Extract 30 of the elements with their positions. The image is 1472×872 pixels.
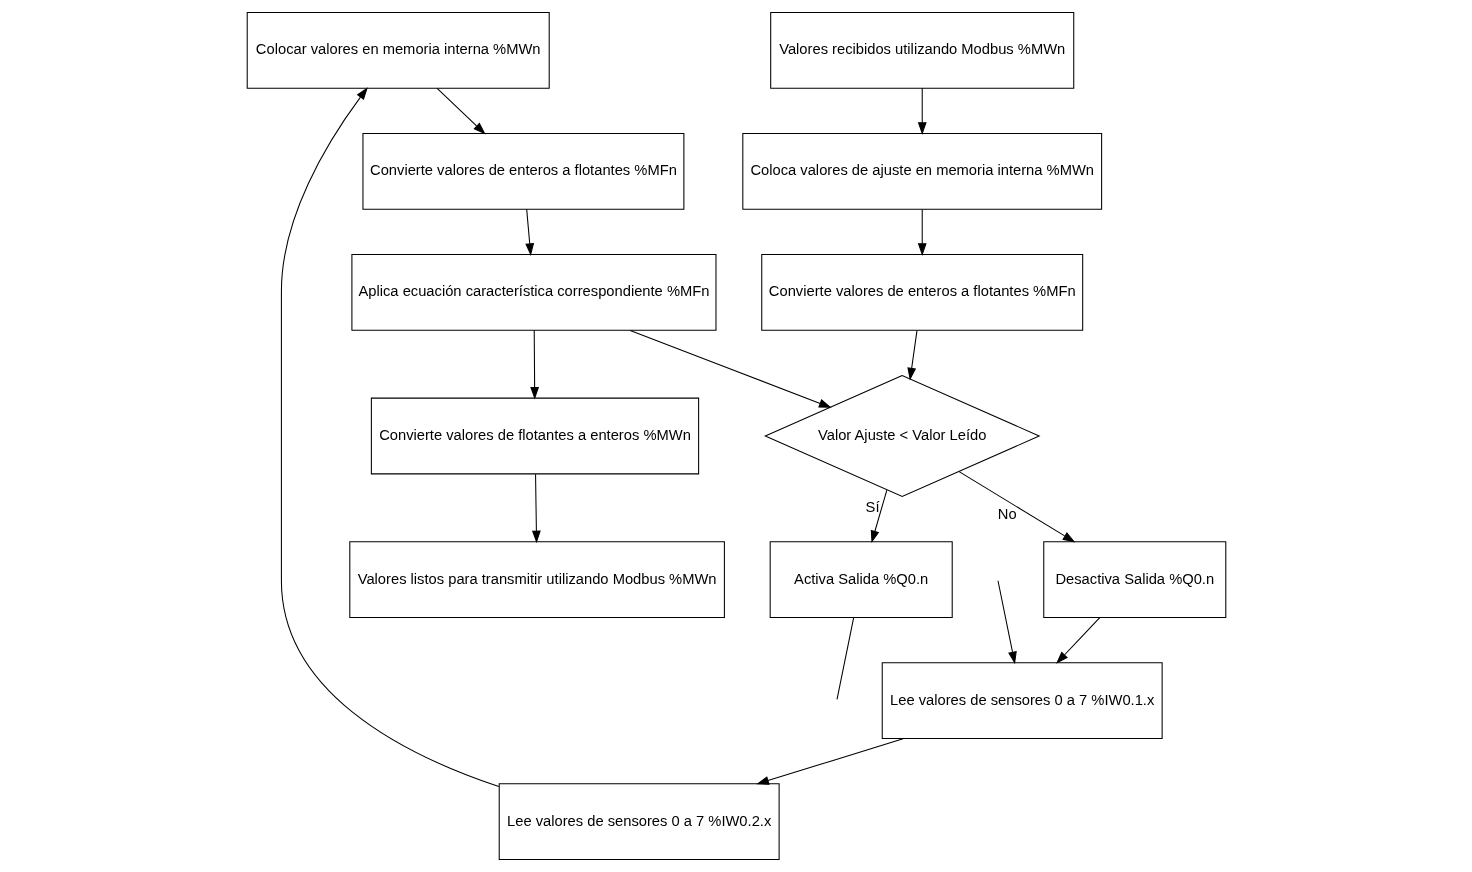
arrow [1055, 617, 1100, 664]
arrow [996, 580, 1017, 665]
arrow [524, 208, 534, 256]
connector [836, 617, 854, 700]
edge-label: Sí [865, 498, 880, 515]
arrow [755, 738, 904, 785]
arrow [917, 208, 927, 256]
node-box: Valores recibidos utilizando Modbus %MWn [769, 11, 1074, 89]
arrow [629, 329, 832, 408]
arrow [529, 330, 539, 400]
arrow [870, 489, 887, 544]
node-box: Convierte valores de enteros a flotantes %MFn [361, 132, 684, 210]
node-box: Lee valores de sensores 0 a 7 %IW0.1.x [881, 662, 1163, 740]
arrow [531, 473, 541, 544]
edge-label: No [997, 505, 1017, 522]
node-box: Valores listos para transmitir utilizando Modbus %MWn [348, 541, 725, 619]
arrow [917, 87, 927, 135]
node-box: Colocar valores en memoria interna %MWn [246, 11, 550, 89]
node-box: Lee valores de sensores 0 a 7 %IW0.2.x [498, 783, 780, 861]
node-box: Aplica ecuación característica correspondiente %MFn [350, 253, 716, 331]
node-box: Coloca valores de ajuste en memoria interna %MWn [741, 132, 1102, 210]
node-box: Convierte valores de flotantes a enteros %MWn [370, 397, 699, 475]
node-box: Convierte valores de enteros a flotantes %MFn [760, 253, 1083, 331]
arrow [436, 87, 486, 135]
node-box: Desactiva Salida %Q0.n [1042, 541, 1226, 619]
arrow [906, 330, 917, 381]
node-diamond: Valor Ajuste < Valor Leído [763, 374, 1040, 498]
arrow [958, 471, 1075, 543]
node-box: Activa Salida %Q0.n [769, 541, 953, 619]
arrow [280, 87, 499, 788]
